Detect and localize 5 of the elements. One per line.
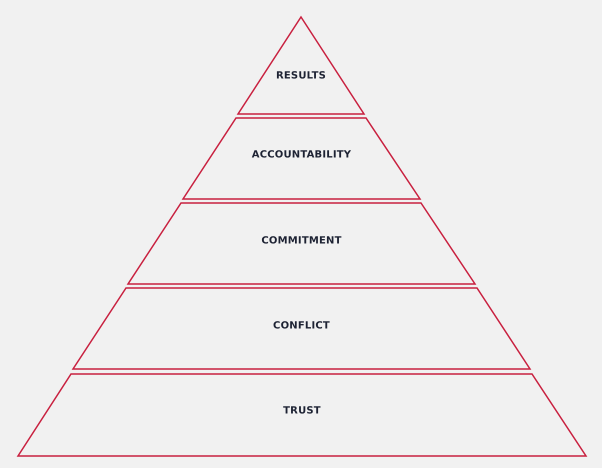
tier-label: TRUST: [283, 406, 321, 416]
tier-label: ACCOUNTABILITY: [252, 150, 352, 160]
tier-label: RESULTS: [276, 70, 326, 82]
tier-label: CONFLICT: [273, 320, 330, 332]
tier-label: COMMITMENT: [261, 236, 342, 246]
